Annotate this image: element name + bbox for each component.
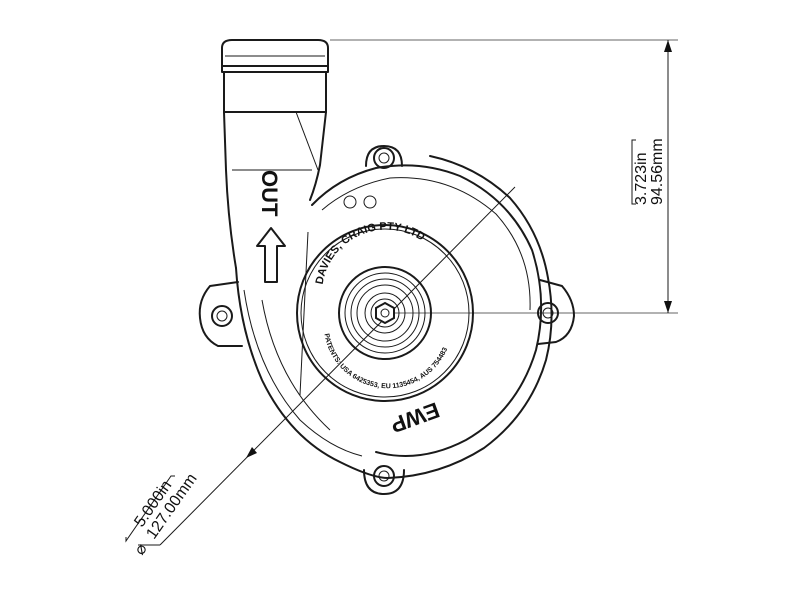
patent-text: PATENTS: USA 6425353, EU 1135454, AUS 75…	[322, 333, 449, 390]
pump-housing	[198, 39, 575, 495]
diameter-symbol: ⌀	[131, 540, 151, 558]
height-mm-label: 94.56mm	[649, 138, 666, 205]
bolt-bosses	[211, 147, 559, 487]
height-dimension: 3.723in 94.56mm	[631, 138, 666, 206]
outlet-arrow	[256, 227, 286, 283]
model-text: EWP	[387, 397, 443, 438]
outlet-label: OUT	[257, 170, 282, 217]
dimension-lines	[138, 39, 678, 546]
motor-face	[296, 224, 474, 402]
height-in-label: 3.723in	[633, 153, 650, 206]
diameter-dimension: 5.000in ⌀ 127.00mm	[125, 471, 201, 558]
